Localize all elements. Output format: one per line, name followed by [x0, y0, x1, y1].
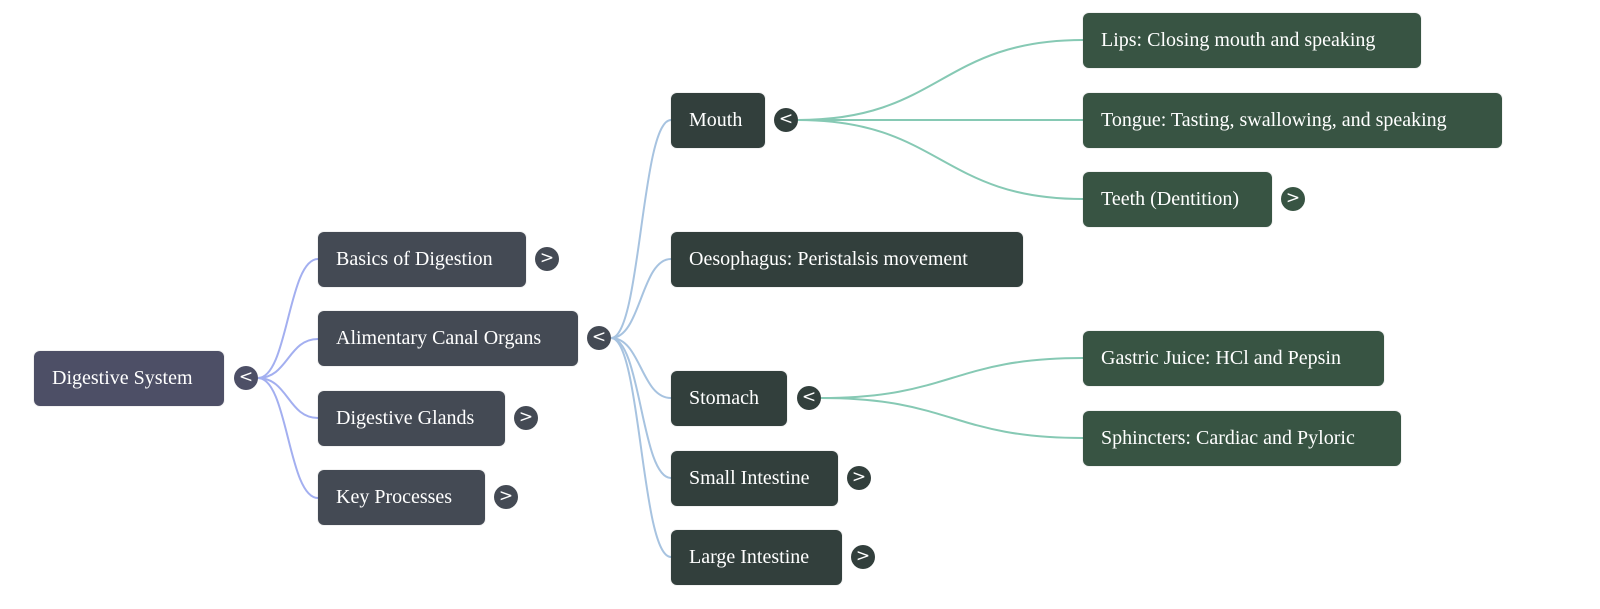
node-oesophagus[interactable]: Oesophagus: Peristalsis movement: [671, 232, 1023, 287]
node-small-intestine[interactable]: Small Intestine: [671, 451, 838, 506]
node-gastric-juice[interactable]: Gastric Juice: HCl and Pepsin: [1083, 331, 1384, 386]
expand-icon[interactable]: >: [514, 406, 538, 430]
node-basics-of-digestion[interactable]: Basics of Digestion: [318, 232, 526, 287]
edge-root-to-level1: [257, 338, 319, 379]
edge-alimentary-to-organ: [610, 337, 672, 479]
node-teeth[interactable]: Teeth (Dentition): [1083, 172, 1272, 227]
expand-icon[interactable]: >: [847, 466, 871, 490]
edge-root-to-level1: [257, 377, 319, 499]
collapse-icon[interactable]: <: [587, 326, 611, 350]
node-digestive-glands[interactable]: Digestive Glands: [318, 391, 505, 446]
edge-alimentary-to-organ: [610, 119, 672, 339]
expand-icon[interactable]: >: [494, 485, 518, 509]
edge-mouth-to-part: [797, 119, 1084, 200]
node-key-processes[interactable]: Key Processes: [318, 470, 485, 525]
collapse-icon[interactable]: <: [797, 386, 821, 410]
collapse-icon[interactable]: <: [774, 108, 798, 132]
node-tongue[interactable]: Tongue: Tasting, swallowing, and speakin…: [1083, 93, 1502, 148]
expand-icon[interactable]: >: [1281, 187, 1305, 211]
node-stomach[interactable]: Stomach: [671, 371, 787, 426]
edge-alimentary-to-organ: [610, 258, 672, 339]
node-mouth[interactable]: Mouth: [671, 93, 765, 148]
edge-alimentary-to-organ: [610, 337, 672, 399]
node-large-intestine[interactable]: Large Intestine: [671, 530, 842, 585]
edge-stomach-to-part: [820, 397, 1084, 439]
expand-icon[interactable]: >: [535, 247, 559, 271]
node-alimentary-canal-organs[interactable]: Alimentary Canal Organs: [318, 311, 578, 366]
collapse-icon[interactable]: <: [234, 366, 258, 390]
edge-mouth-to-part: [797, 39, 1084, 121]
node-sphincters[interactable]: Sphincters: Cardiac and Pyloric: [1083, 411, 1401, 466]
edge-root-to-level1: [257, 377, 319, 419]
node-digestive-system[interactable]: Digestive System: [34, 351, 224, 406]
node-lips[interactable]: Lips: Closing mouth and speaking: [1083, 13, 1421, 68]
edge-alimentary-to-organ: [610, 337, 672, 558]
edge-root-to-level1: [257, 258, 319, 379]
expand-icon[interactable]: >: [851, 545, 875, 569]
edge-stomach-to-part: [820, 357, 1084, 399]
